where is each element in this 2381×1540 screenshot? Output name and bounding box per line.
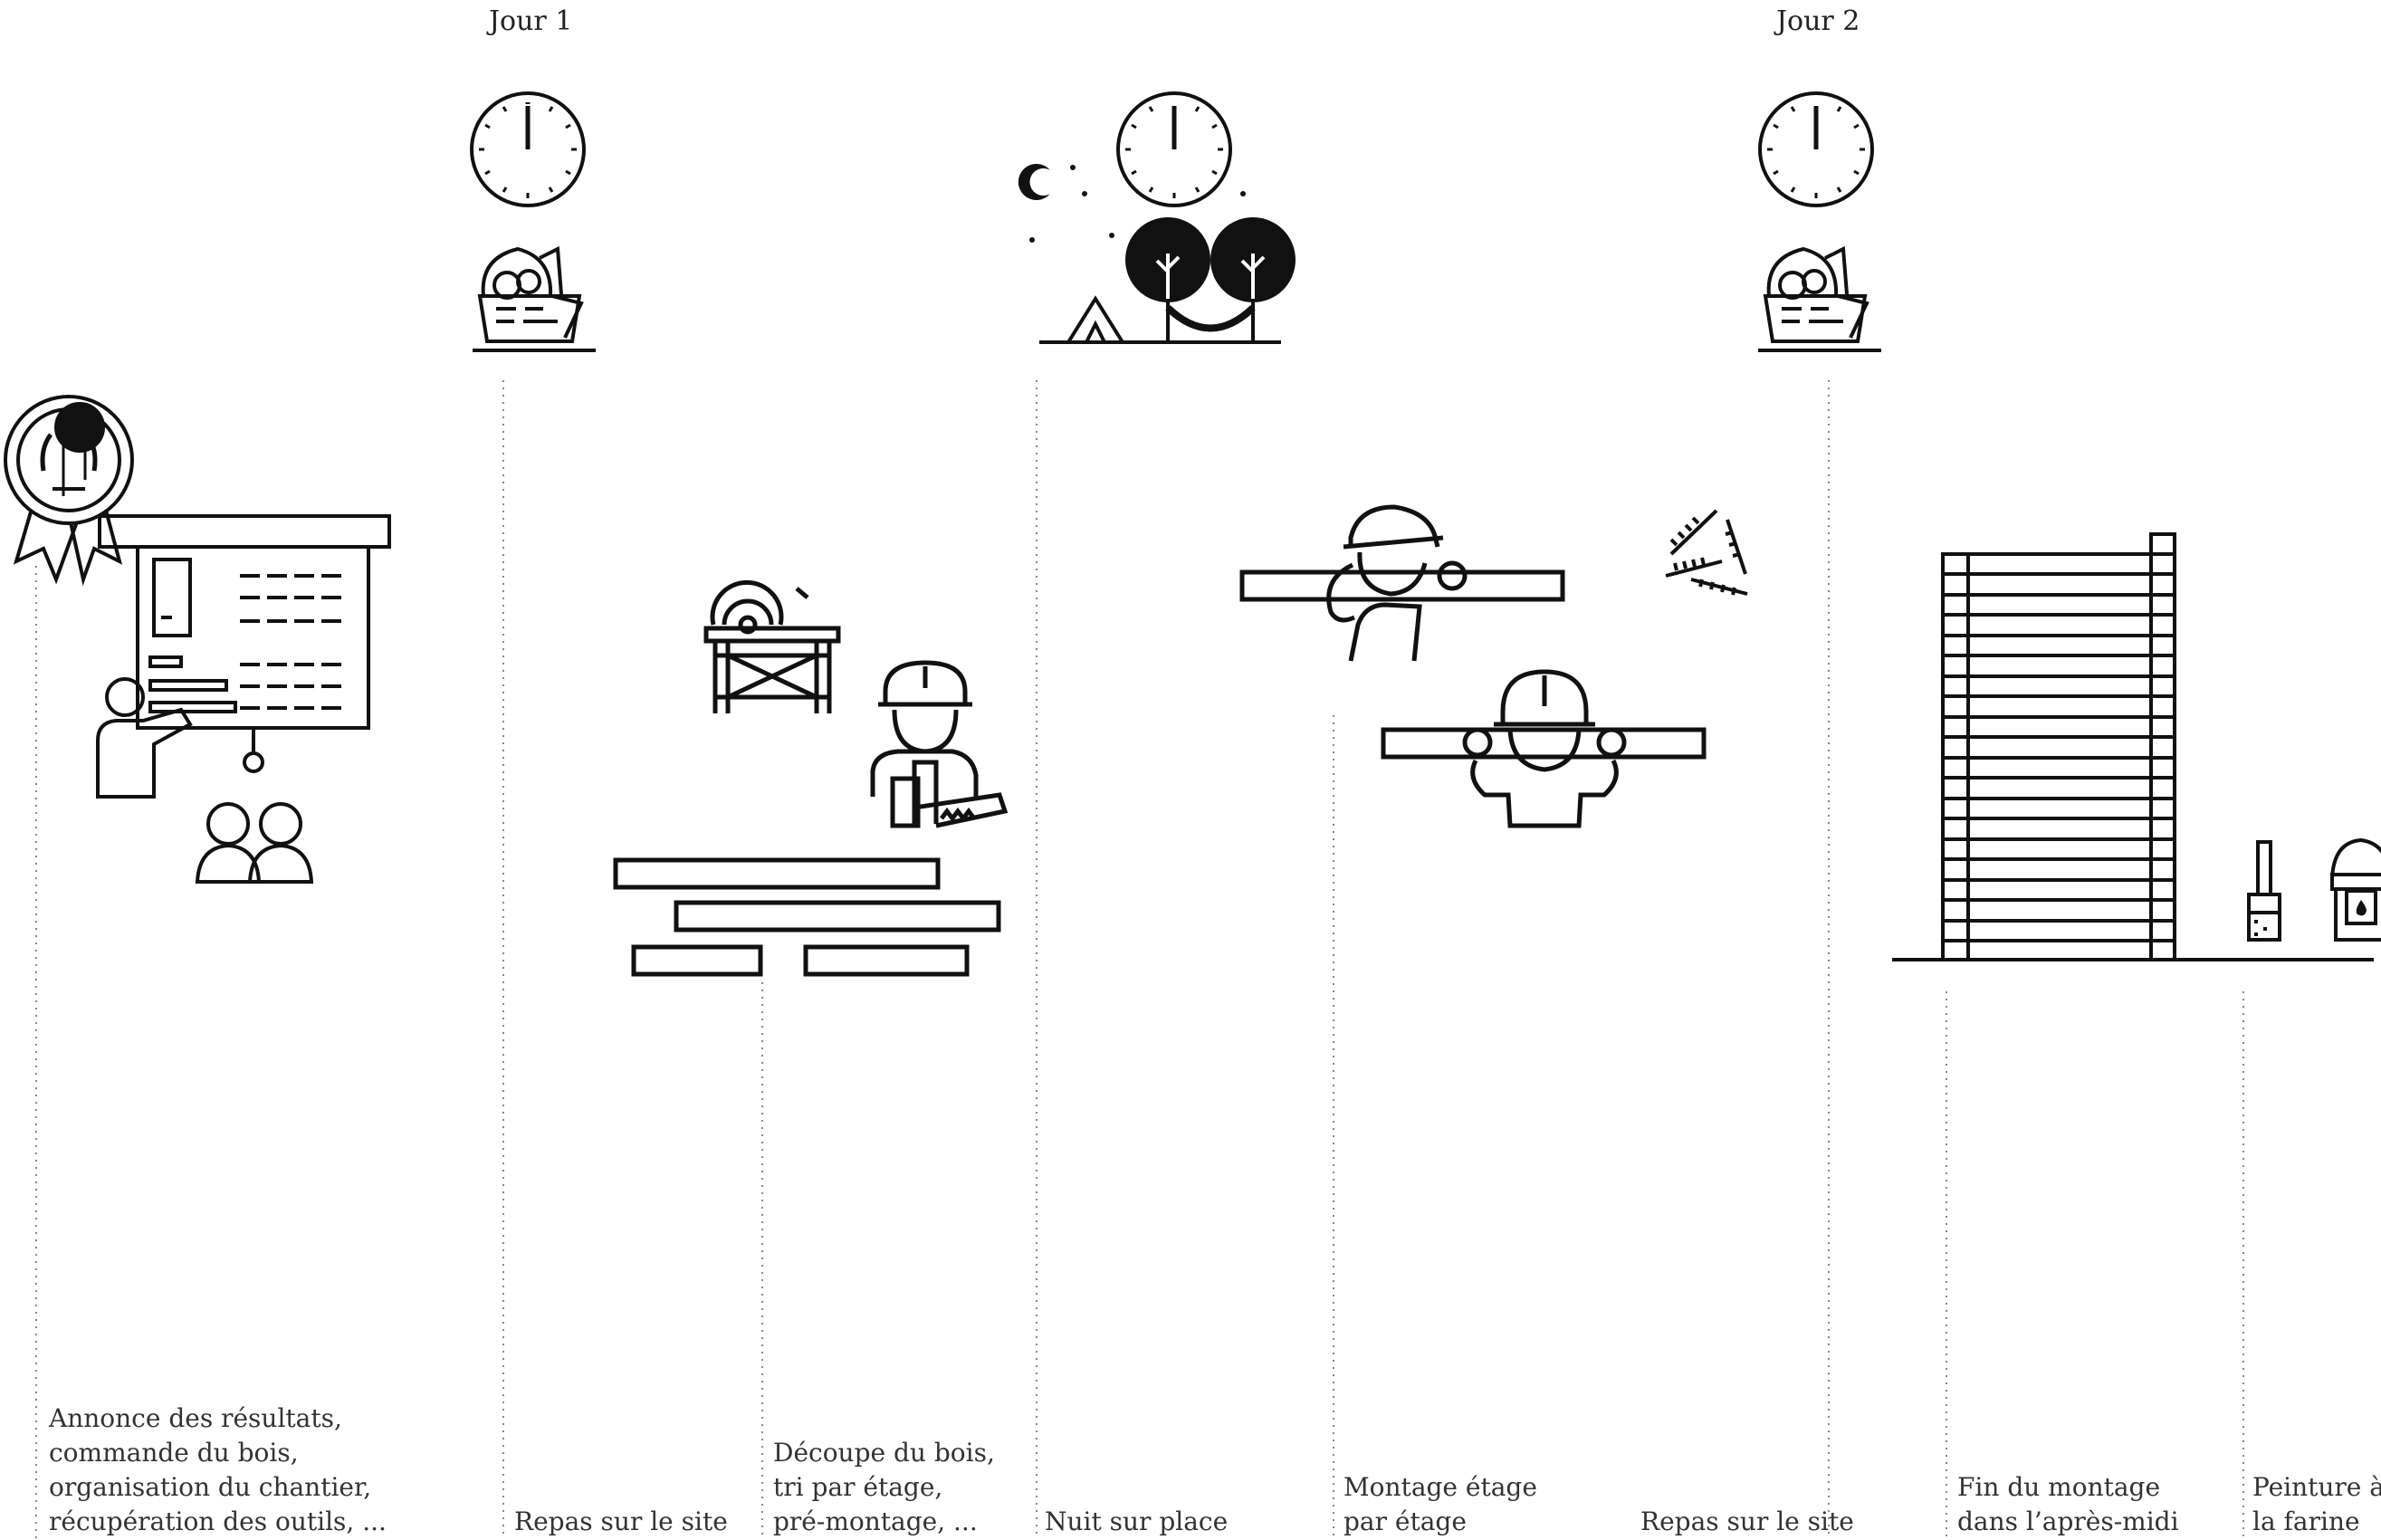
caption-line: tri par étage, bbox=[773, 1470, 995, 1505]
stacked-tower-icon bbox=[1892, 534, 2374, 960]
caption-line: Découpe du bois, bbox=[773, 1436, 995, 1470]
caption-line: Peinture à bbox=[2252, 1470, 2381, 1505]
caption-night: Nuit sur place bbox=[1045, 1505, 1228, 1539]
carpenter-saw-icon bbox=[616, 582, 1005, 974]
caption-finish: Fin du montage dans l’après-midi bbox=[1957, 1470, 2179, 1539]
caption-line: Montage étage bbox=[1343, 1470, 1537, 1505]
picnic-basket-icon bbox=[1758, 249, 1881, 350]
workers-carrying-beams-icon bbox=[1242, 507, 1747, 826]
caption-line: la farine bbox=[2252, 1505, 2381, 1539]
caption-line: Repas sur le site bbox=[1640, 1505, 1854, 1539]
caption-paint: Peinture à la farine bbox=[2252, 1470, 2381, 1539]
wood-planks-icon bbox=[616, 860, 999, 974]
caption-results: Annonce des résultats, commande du bois,… bbox=[49, 1401, 387, 1539]
caption-line: dans l’après-midi bbox=[1957, 1505, 2179, 1539]
award-ribbon-icon bbox=[5, 397, 132, 579]
caption-line: par étage bbox=[1343, 1505, 1537, 1539]
audience-icon bbox=[197, 804, 311, 882]
caption-line: Repas sur le site bbox=[514, 1505, 728, 1539]
caption-line: organisation du chantier, bbox=[49, 1470, 387, 1505]
caption-line: récupération des outils, ... bbox=[49, 1505, 387, 1539]
clock-icon bbox=[472, 93, 584, 206]
caption-cutting: Découpe du bois, tri par étage, pré-mont… bbox=[773, 1436, 995, 1539]
caption-assembly: Montage étage par étage bbox=[1343, 1470, 1537, 1539]
caption-line: Annonce des résultats, bbox=[49, 1401, 387, 1436]
presenter-body bbox=[98, 710, 190, 797]
caption-meal1: Repas sur le site bbox=[514, 1505, 728, 1539]
paint-brush-icon bbox=[2249, 842, 2280, 940]
caption-meal2: Repas sur le site bbox=[1640, 1505, 1854, 1539]
screws-icon bbox=[1666, 511, 1747, 595]
night-camp-icon bbox=[1018, 164, 1296, 342]
caption-line: Fin du montage bbox=[1957, 1470, 2179, 1505]
picnic-basket-icon bbox=[473, 249, 596, 350]
hammock-icon bbox=[1168, 308, 1253, 329]
caption-line: Nuit sur place bbox=[1045, 1505, 1228, 1539]
caption-line: pré-montage, ... bbox=[773, 1505, 995, 1539]
worker-shoulder-beam-icon bbox=[1242, 507, 1563, 661]
tent-icon bbox=[1068, 299, 1123, 342]
clock-icon bbox=[1760, 93, 1872, 206]
presentation-award-icon bbox=[5, 397, 389, 882]
worker-front-beam-icon bbox=[1383, 672, 1704, 826]
worker-with-saw-icon bbox=[873, 663, 1005, 826]
table-saw-icon bbox=[706, 582, 838, 713]
moon-icon bbox=[1018, 164, 1050, 200]
paint-bucket-icon bbox=[2249, 840, 2381, 940]
clock-icon bbox=[1118, 93, 1230, 206]
caption-line: commande du bois, bbox=[49, 1436, 387, 1470]
